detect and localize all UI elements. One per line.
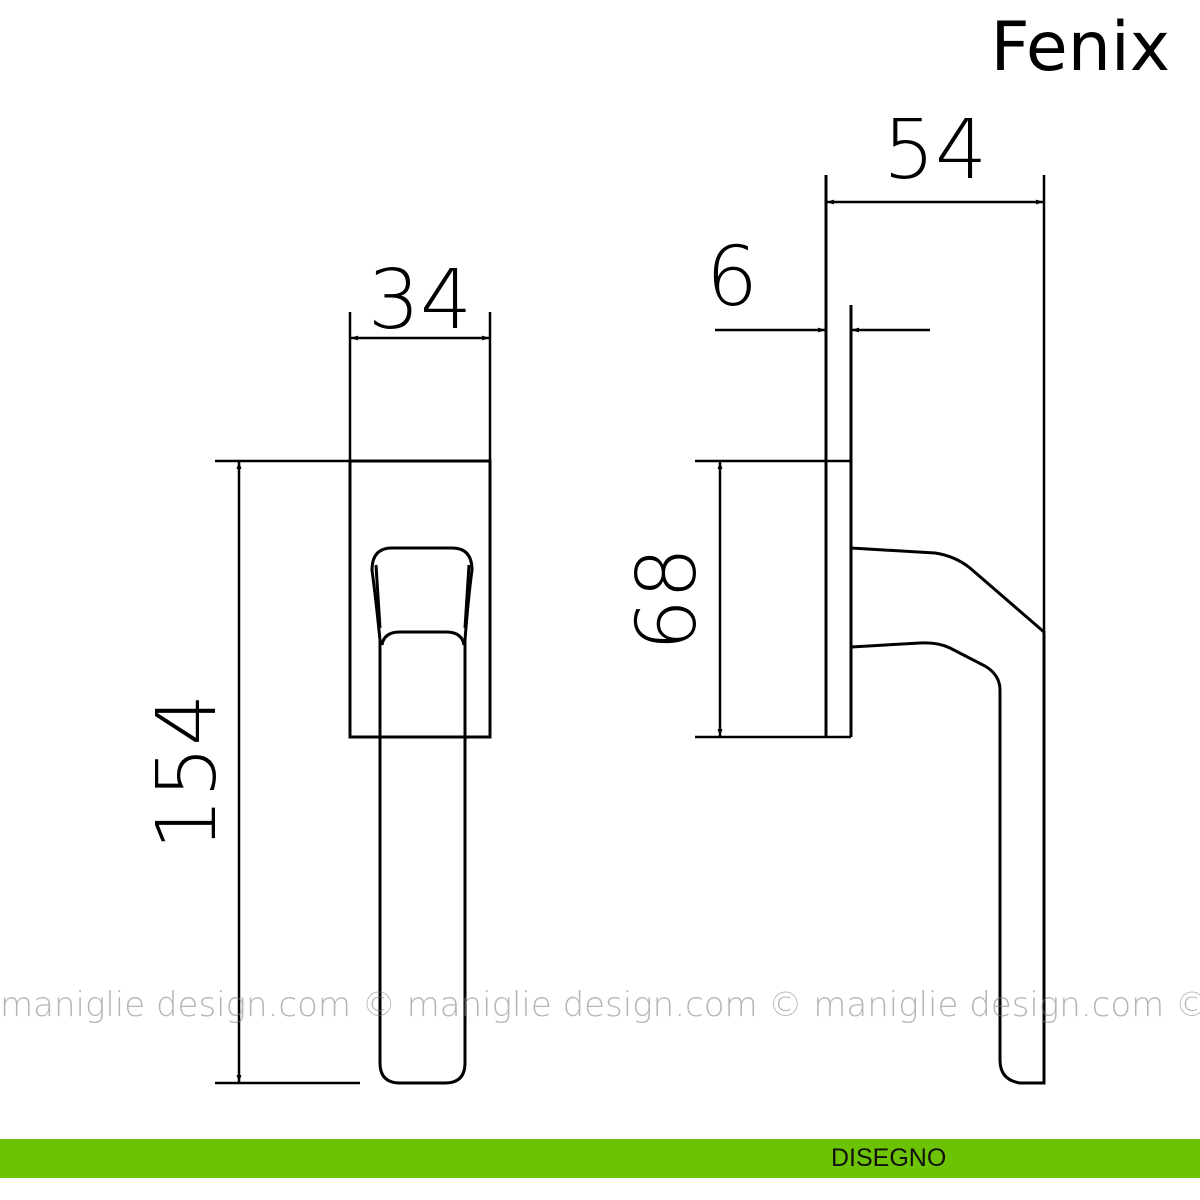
dim-6-label: 6 xyxy=(706,230,758,325)
dim-54-label: 54 xyxy=(883,103,987,198)
watermark: maniglie design.com © maniglie design.co… xyxy=(0,985,1200,1025)
footer-label: DISEGNO xyxy=(831,1144,947,1172)
side-view: 68 6 54 xyxy=(620,103,1046,1085)
dim-34-label: 34 xyxy=(368,253,472,348)
dim-154-label: 154 xyxy=(140,694,235,851)
rose-plate-front xyxy=(348,459,492,739)
handle-front xyxy=(370,546,474,1085)
dim-68-label: 68 xyxy=(620,547,715,651)
product-title: Fenix xyxy=(990,8,1170,87)
front-view: 34 154 xyxy=(140,253,492,1085)
handle-side xyxy=(850,546,1046,1085)
footer-bar: DISEGNO xyxy=(0,1139,1200,1178)
